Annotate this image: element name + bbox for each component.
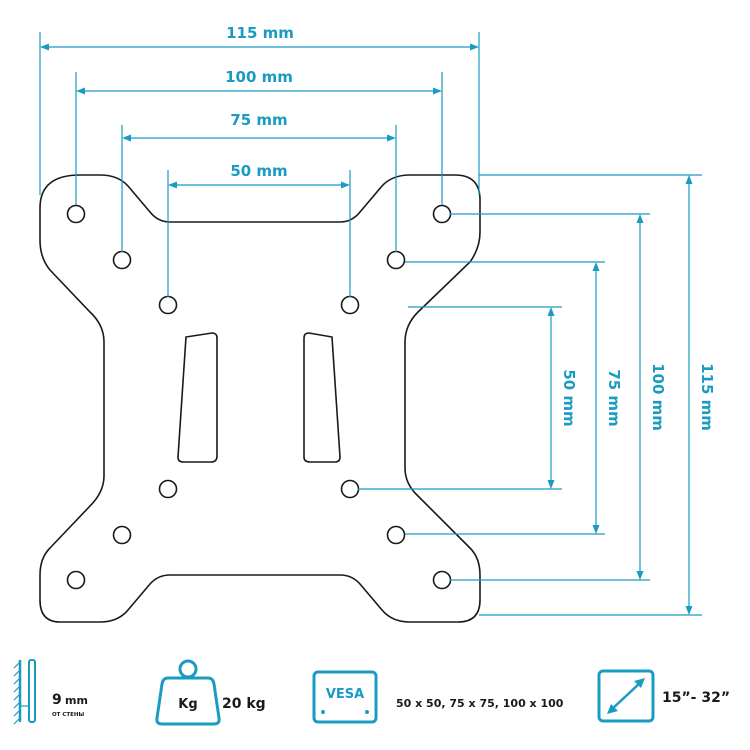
right-slot xyxy=(303,332,341,463)
vesa-icon-label: VESA xyxy=(326,687,364,702)
hole-115-br xyxy=(432,570,452,590)
vesa-patterns: 50 x 50, 75 x 75, 100 x 100 xyxy=(396,697,564,710)
dim-label-v-50: 50 mm xyxy=(560,369,578,426)
hole-100-br xyxy=(386,525,406,545)
vesa-icon xyxy=(312,670,378,724)
hole-115-tr xyxy=(432,204,452,224)
dim-label-h-50: 50 mm xyxy=(230,162,287,180)
hole-115-bl xyxy=(66,570,86,590)
hole-100-bl xyxy=(112,525,132,545)
horizontal-dimensions xyxy=(39,32,480,297)
screen-diagonal-icon xyxy=(597,669,655,723)
hole-115-tl xyxy=(66,204,86,224)
weight-icon xyxy=(155,659,221,726)
hole-50-tr xyxy=(340,295,360,315)
mount-holes xyxy=(66,204,452,590)
depth-value: 9 xyxy=(52,692,62,708)
weight-value: 20 kg xyxy=(222,696,266,712)
weight-icon-label: Kg xyxy=(178,697,197,712)
hole-50-tl xyxy=(158,295,178,315)
vertical-dimensions xyxy=(358,174,702,616)
hole-50-bl xyxy=(158,479,178,499)
dim-label-v-100: 100 mm xyxy=(649,363,667,431)
dim-label-v-75: 75 mm xyxy=(605,369,623,426)
hole-50-br xyxy=(340,479,360,499)
depth-unit: mm xyxy=(65,694,88,707)
dim-label-v-115: 115 mm xyxy=(698,363,716,431)
screen-size: 15”- 32” xyxy=(662,690,730,706)
left-slot xyxy=(177,332,218,463)
depth-caption: ОТ СТЕНЫ xyxy=(52,712,84,718)
dim-label-h-115: 115 mm xyxy=(226,24,294,42)
dim-label-h-75: 75 mm xyxy=(230,111,287,129)
wall-depth-icon xyxy=(13,659,36,725)
hole-100-tl xyxy=(112,250,132,270)
hole-100-tr xyxy=(386,250,406,270)
mount-plate-outline xyxy=(39,174,481,623)
dim-label-h-100: 100 mm xyxy=(225,68,293,86)
